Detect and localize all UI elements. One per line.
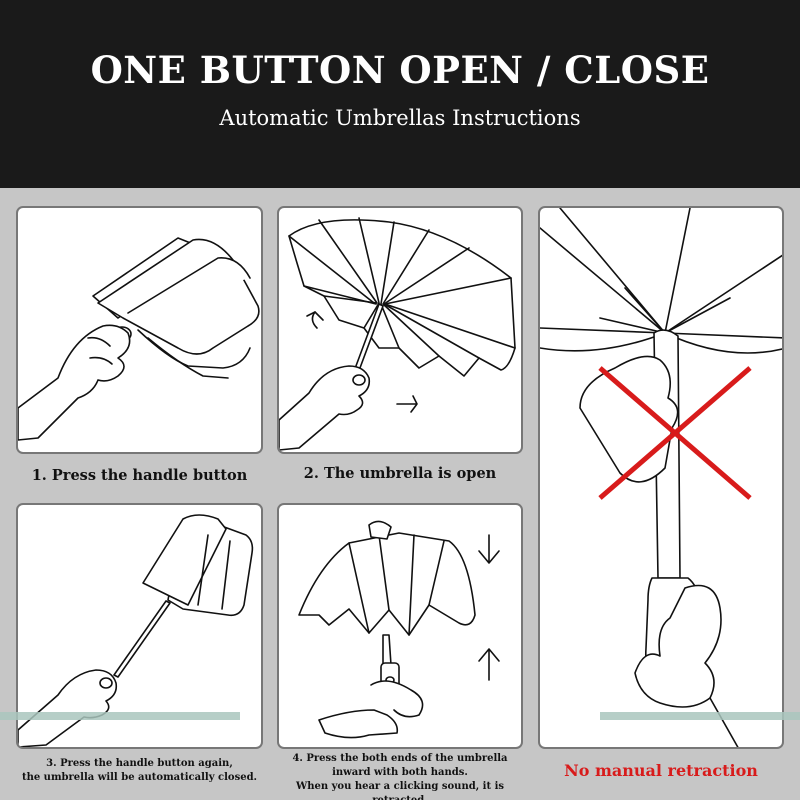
step-4-caption-line-3: When you hear a clicking sound, it is re…	[295, 781, 505, 800]
open-umbrella-illustration	[279, 217, 516, 451]
page-subtitle: Automatic Umbrellas Instructions	[219, 106, 581, 130]
decorative-strip-left	[0, 712, 240, 720]
step-3-caption-line-2: the umbrella will be automatically close…	[21, 772, 258, 783]
step-4-caption-line-2: inward with both hands.	[332, 767, 468, 778]
closing-umbrella-illustration	[18, 514, 254, 747]
step-5-illustration	[538, 206, 784, 749]
folded-umbrella-hand-illustration	[18, 237, 260, 441]
step-2-illustration	[277, 206, 523, 454]
step-4-illustration	[277, 503, 523, 749]
step-2-caption: 2. The umbrella is open	[303, 465, 497, 482]
manual-retraction-warning-illustration	[540, 208, 782, 747]
step-1-illustration	[16, 206, 263, 454]
decorative-strip-right	[600, 712, 800, 720]
warning-caption: No manual retraction	[564, 761, 758, 780]
step-3-illustration	[16, 503, 263, 749]
step-1-caption: 1. Press the handle button	[31, 467, 248, 484]
step-3-caption: 3. Press the handle button again, the um…	[6, 757, 273, 785]
retracting-umbrella-illustration	[298, 520, 500, 739]
step-3-caption-line-1: 3. Press the handle button again,	[46, 758, 233, 769]
header-banner: ONE BUTTON OPEN / CLOSE Automatic Umbrel…	[0, 0, 800, 188]
step-4-caption-line-1: 4. Press the both ends of the umbrella	[292, 753, 508, 764]
step-4-caption: 4. Press the both ends of the umbrella i…	[267, 752, 533, 800]
red-cross-icon	[598, 366, 752, 500]
page-title: ONE BUTTON OPEN / CLOSE	[90, 48, 710, 92]
